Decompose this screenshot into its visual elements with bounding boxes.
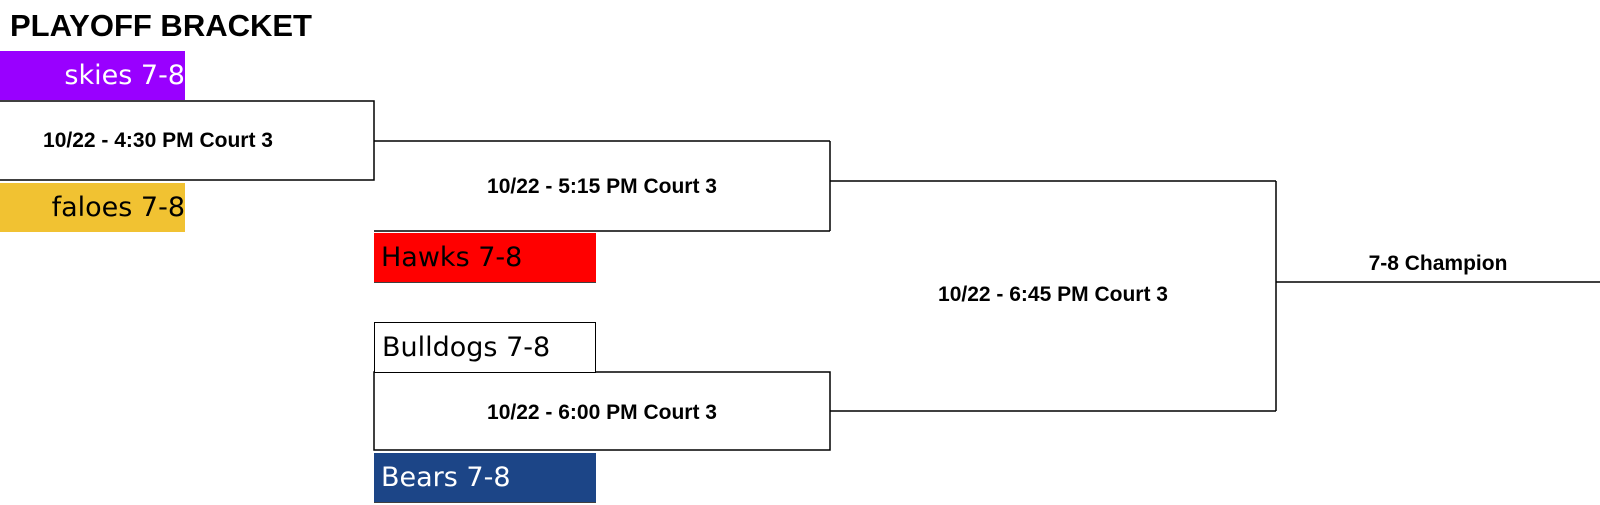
game-4-label: 10/22 - 6:45 PM Court 3: [938, 283, 1168, 306]
team-hawks: Hawks 7-8: [374, 233, 596, 282]
team-bears: Bears 7-8: [374, 453, 596, 502]
team-buffaloes-label: faloes 7-8: [51, 192, 185, 223]
game-2-label: 10/22 - 5:15 PM Court 3: [487, 175, 717, 198]
game-3-label: 10/22 - 6:00 PM Court 3: [487, 401, 717, 424]
team-buffaloes: faloes 7-8: [0, 183, 185, 232]
team-huskies-label: skies 7-8: [64, 60, 185, 91]
team-bulldogs: Bulldogs 7-8: [374, 322, 596, 373]
champion-label: 7-8 Champion: [1368, 252, 1508, 275]
team-huskies: skies 7-8: [0, 51, 185, 100]
page-title: PLAYOFF BRACKET: [10, 8, 312, 43]
game-1-label: 10/22 - 4:30 PM Court 3: [43, 129, 273, 152]
